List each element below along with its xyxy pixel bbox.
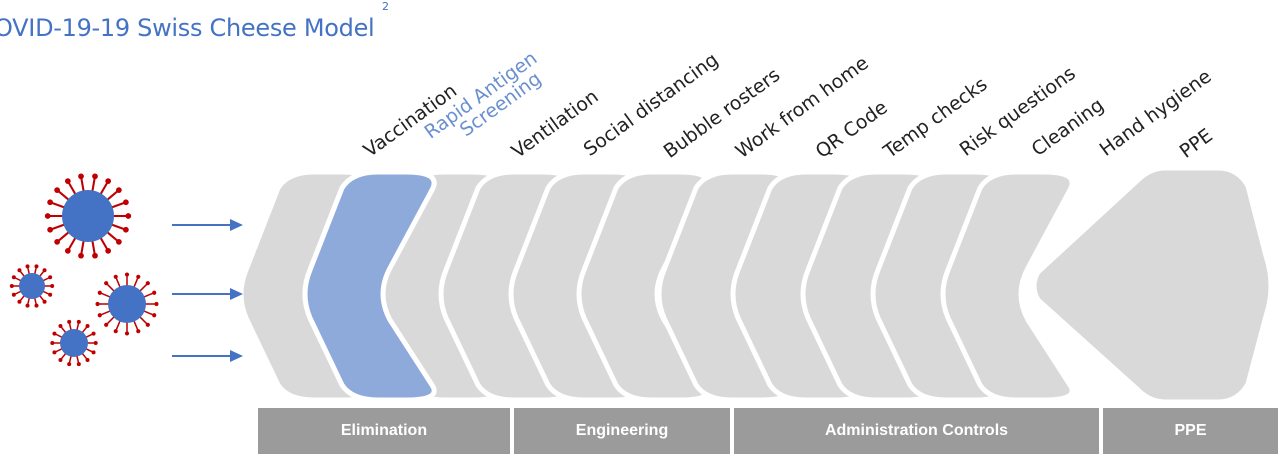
diagram-title: OVID-19-19 Swiss Cheese Model [0, 14, 375, 42]
category-ppe: PPE [1103, 408, 1278, 454]
category-engineering: Engineering [514, 408, 730, 454]
virus-icon [50, 319, 98, 367]
virus-icon [95, 272, 159, 336]
category-administration-controls: Administration Controls [734, 408, 1099, 454]
cheese-layer-ppe [1031, 165, 1274, 405]
arrow-right-icon [172, 350, 243, 362]
virus-icon [9, 264, 55, 308]
arrow-right-icon [172, 219, 243, 231]
category-label: Engineering [575, 422, 669, 439]
viruses-group [9, 173, 159, 367]
layers-group [238, 165, 1274, 405]
cheese-layer-highlighted [302, 169, 437, 403]
category-label: PPE [1174, 422, 1207, 439]
arrow-right-icon [172, 288, 243, 300]
category-label: Elimination [340, 422, 428, 439]
cheese-layer [940, 169, 1075, 403]
category-label: Administration Controls [824, 422, 1009, 439]
virus-icon [44, 173, 132, 259]
category-elimination: Elimination [258, 408, 510, 454]
title-superscript: 2 [382, 0, 389, 13]
arrows-group [172, 219, 243, 362]
